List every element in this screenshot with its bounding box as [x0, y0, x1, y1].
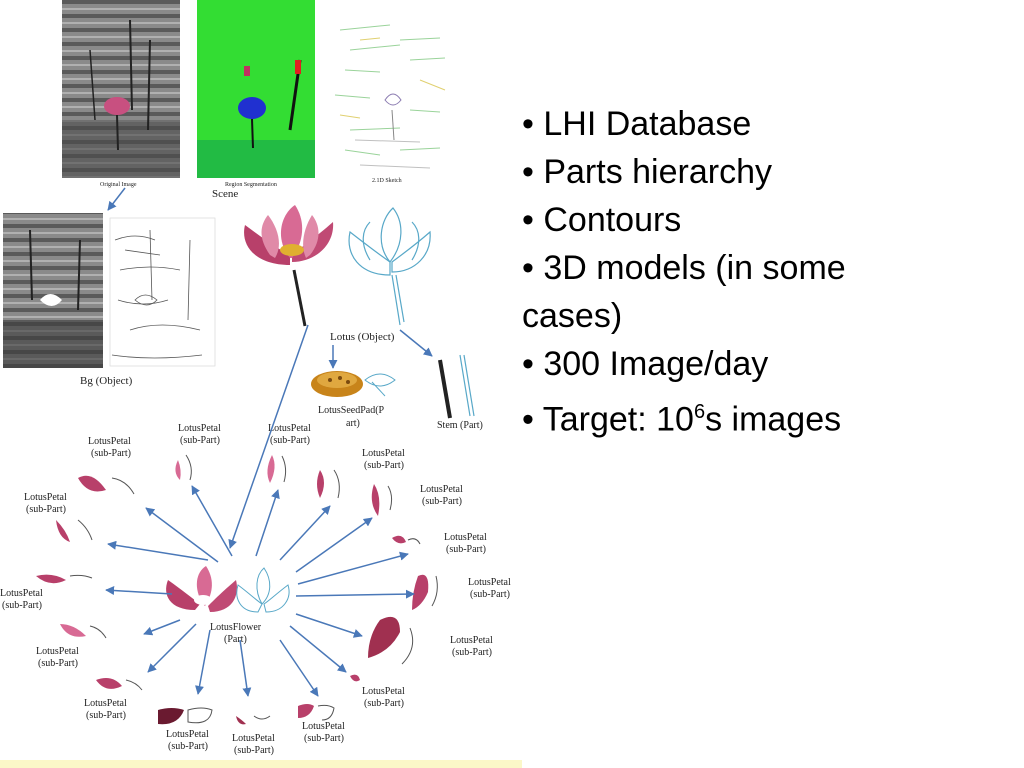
petal-label: LotusPetal(sub-Part)	[88, 436, 131, 459]
bullet-item: • 3D models (in some cases)	[522, 249, 846, 335]
petal-label: LotusPetal(sub-Part)	[178, 423, 221, 446]
lotus-object-caption: Lotus (Object)	[330, 331, 395, 343]
seedpad-part	[311, 371, 396, 397]
petal-label: LotusPetal(sub-Part)	[444, 532, 487, 555]
background-sketch-panel	[109, 217, 216, 367]
original-image-caption: Original Image	[100, 182, 137, 188]
scene-caption: Scene	[212, 188, 238, 200]
petal-icons	[36, 454, 438, 725]
lotus-object-photo	[244, 205, 334, 327]
bullet-item: • Contours	[522, 201, 682, 239]
petal-label: LotusPetal(sub-Part)	[166, 729, 209, 752]
hierarchy-arrows	[105, 187, 433, 697]
original-image-panel	[62, 0, 180, 178]
lotus-seedpod-icon	[280, 244, 304, 256]
petal-labels: LotusPetal(sub-Part) LotusPetal(sub-Part…	[0, 423, 511, 756]
lotus-flower-photo-icon	[104, 97, 130, 115]
petal-label: LotusPetal(sub-Part)	[362, 686, 405, 709]
lotus-flower-part	[166, 566, 237, 612]
petal-label: LotusPetal(sub-Part)	[302, 721, 345, 744]
stem-part-caption: Stem (Part)	[437, 420, 483, 431]
target-suffix: s images	[705, 400, 842, 439]
seedpad-caption-line2: art)	[346, 418, 360, 429]
bg-object-caption: Bg (Object)	[80, 375, 133, 387]
petal-label: LotusPetal(sub-Part)	[232, 733, 275, 756]
bullet-item-target: • Target: 106s images	[522, 388, 942, 443]
target-exponent: 6	[693, 401, 706, 423]
bottom-strip	[0, 760, 522, 768]
stem-part	[438, 354, 475, 419]
petal-label: LotusPetal(sub-Part)	[0, 588, 43, 611]
petal-label: LotusPetal(sub-Part)	[268, 423, 311, 446]
bullet-item: • LHI Database	[522, 105, 752, 143]
petal-label: LotusPetal(sub-Part)	[36, 646, 79, 669]
sketch-caption: 2.1D Sketch	[372, 178, 402, 184]
background-object-panel	[3, 213, 103, 368]
lotus-parse-diagram: Original Image Region Segmentation Scene…	[0, 0, 511, 756]
petal-label: LotusPetal(sub-Part)	[24, 492, 67, 515]
petal-label: LotusPetal(sub-Part)	[450, 635, 493, 658]
seedpad-caption-line1: LotusSeedPad(P	[318, 405, 385, 416]
region-segmentation-caption: Region Segmentation	[225, 182, 277, 188]
lotus-flower-caption-line2: (Part)	[224, 634, 247, 645]
petal-label: LotusPetal(sub-Part)	[362, 448, 405, 471]
petal-label: LotusPetal(sub-Part)	[84, 698, 127, 721]
petal-label: LotusPetal(sub-Part)	[468, 577, 511, 600]
region-segmentation-panel	[197, 0, 315, 178]
lotus-flower-caption-line1: LotusFlower	[210, 622, 262, 633]
bullet-item: • 300 Image/day	[522, 345, 769, 383]
sketch-panel	[334, 24, 446, 169]
lotus-flower-sketch	[236, 567, 290, 613]
lotus-object-sketch	[348, 207, 431, 326]
bullet-item: • Parts hierarchy	[522, 153, 772, 191]
petal-label: LotusPetal(sub-Part)	[420, 484, 463, 507]
feature-bullet-list: • LHI Database • Parts hierarchy • Conto…	[522, 100, 942, 443]
target-prefix: • Target: 10	[522, 400, 694, 439]
